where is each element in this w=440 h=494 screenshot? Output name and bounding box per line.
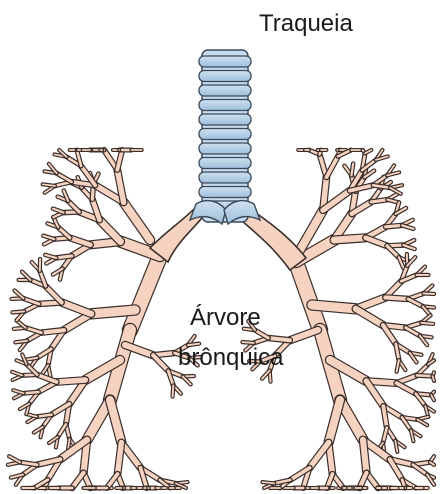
bronchus-segment xyxy=(334,238,366,240)
bronchus-segment xyxy=(24,392,39,393)
bronchus-segment xyxy=(356,309,383,325)
trachea-ring xyxy=(199,56,251,67)
bronchus-segment xyxy=(329,400,340,443)
trachea-ring xyxy=(199,172,251,183)
bronchus-segment xyxy=(173,385,174,396)
bronchus-segment xyxy=(118,443,122,474)
bronchus-segment xyxy=(386,225,402,226)
bronchus-segment xyxy=(130,256,160,330)
bronchus-segment xyxy=(417,375,433,376)
bronchus-segment xyxy=(385,297,408,298)
trachea-ring xyxy=(199,129,251,140)
bronchus-segment xyxy=(371,200,387,202)
bronchial-tree-label-line2: brônquica xyxy=(178,346,283,370)
bronchial-tree-label-line1: Árvore xyxy=(190,306,261,330)
trachea xyxy=(190,50,260,224)
bronchus-segment xyxy=(421,323,433,324)
bronchus-segment xyxy=(242,342,253,343)
bronchus-segment xyxy=(41,330,64,333)
trachea-ring xyxy=(199,143,251,154)
bronchus-segment xyxy=(312,305,356,309)
bronchus-segment xyxy=(57,173,72,182)
bronchus-segment xyxy=(326,156,337,177)
bronchus-segment xyxy=(424,293,434,294)
bronchus-segment xyxy=(110,400,121,443)
trachea-rings xyxy=(199,56,251,212)
trachea-ring xyxy=(199,85,251,96)
bronchus-segment xyxy=(56,256,72,258)
bronchus-segment xyxy=(124,202,150,240)
bronchus-segment xyxy=(363,440,366,473)
bronchus-segment xyxy=(310,443,329,468)
trachea-ring xyxy=(199,100,251,111)
trachea-label: Traqueia xyxy=(259,12,353,36)
trachea-ring xyxy=(199,71,251,82)
trachea-ring xyxy=(199,187,251,198)
bronchus-segment xyxy=(268,338,289,340)
bronchus-segment xyxy=(12,311,24,312)
bronchus-segment xyxy=(117,150,122,170)
bronchus-segment xyxy=(57,380,86,382)
trachea-ring xyxy=(199,114,251,125)
trachea-ring xyxy=(199,158,251,169)
bronchus-segment xyxy=(91,310,135,314)
bronchus-segment xyxy=(397,383,416,393)
